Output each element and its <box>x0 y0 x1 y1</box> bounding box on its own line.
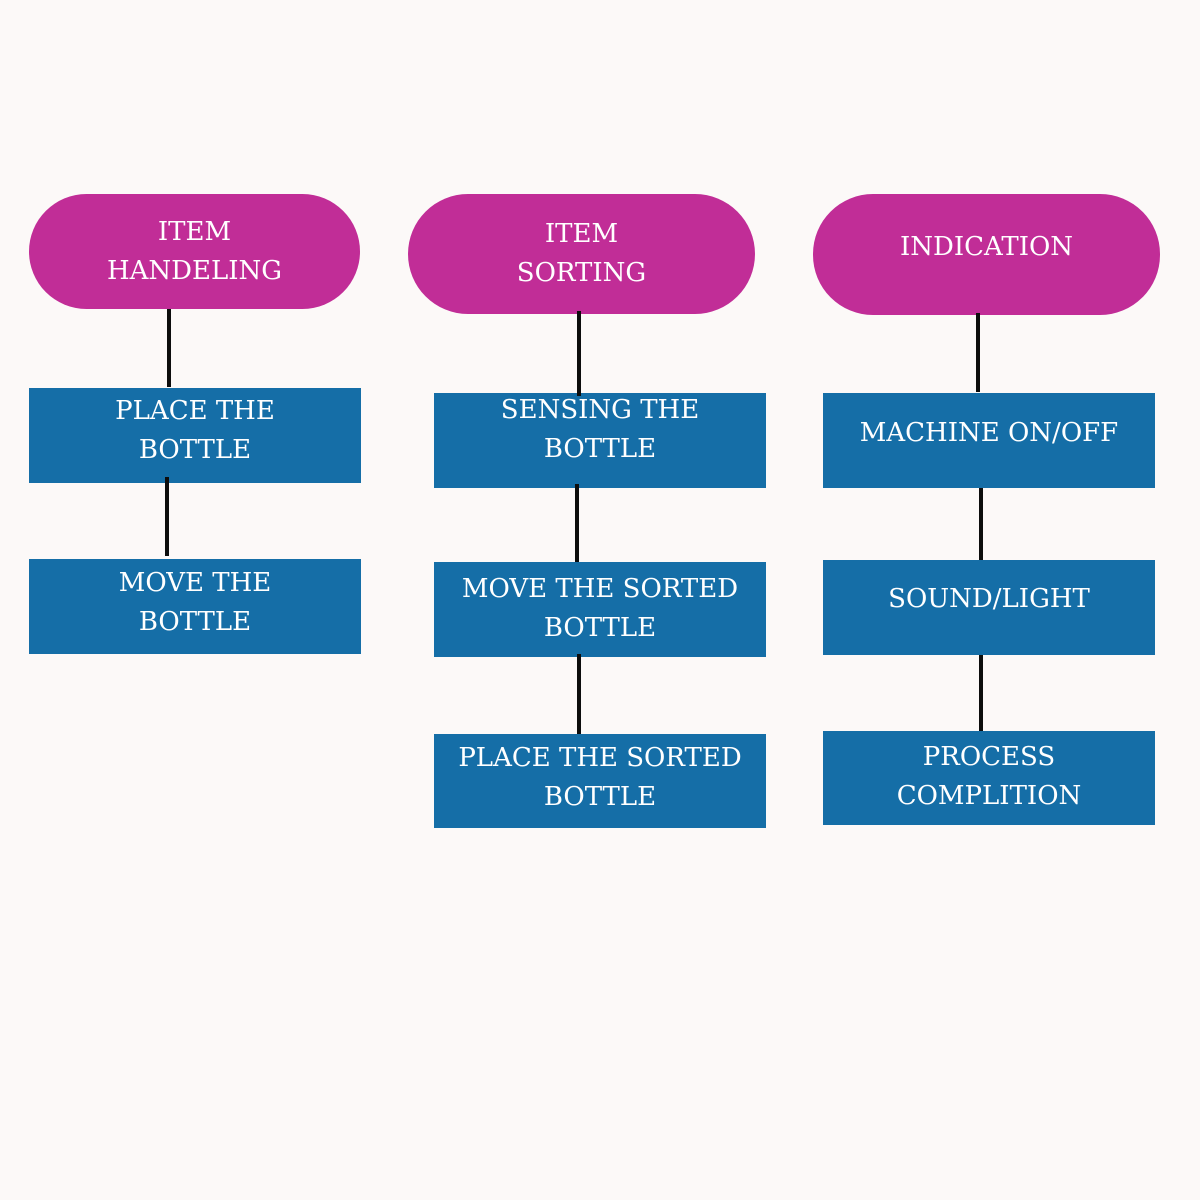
step-place-the-bottle: PLACE THE BOTTLE <box>29 388 361 483</box>
connector-line <box>979 488 983 561</box>
category-label: INDICATION <box>899 232 1074 262</box>
step-label: MACHINE ON/OFF <box>859 418 1119 448</box>
step-label: MOVE THE SORTED BOTTLE <box>461 573 739 643</box>
connector-line <box>165 477 169 556</box>
step-sound-light: SOUND/LIGHT <box>823 560 1155 655</box>
category-label: ITEM SORTING <box>516 219 647 288</box>
step-process-complition: PROCESS COMPLITION <box>823 731 1155 825</box>
category-item-sorting: ITEM SORTING <box>408 194 755 314</box>
step-label: PROCESS COMPLITION <box>896 742 1082 811</box>
connector-line <box>577 654 581 734</box>
step-place-the-sorted-bottle: PLACE THE SORTED BOTTLE <box>434 734 766 828</box>
connector-line <box>979 655 983 731</box>
step-move-the-bottle: MOVE THE BOTTLE <box>29 559 361 654</box>
step-label: PLACE THE SORTED BOTTLE <box>458 743 742 812</box>
connector-line <box>575 484 579 562</box>
step-machine-on-off: MACHINE ON/OFF <box>823 393 1155 488</box>
step-label: PLACE THE BOTTLE <box>115 395 275 465</box>
connector-line <box>976 313 980 392</box>
step-sensing-the-bottle: SENSING THE BOTTLE <box>434 393 766 488</box>
step-move-the-sorted-bottle: MOVE THE SORTED BOTTLE <box>434 562 766 657</box>
category-indication: INDICATION <box>813 194 1160 315</box>
step-label: SENSING THE BOTTLE <box>500 394 700 464</box>
connector-line <box>167 309 171 387</box>
category-item-handeling: ITEM HANDELING <box>29 194 360 309</box>
step-label: MOVE THE BOTTLE <box>118 567 272 637</box>
connector-line <box>577 311 581 396</box>
step-label: SOUND/LIGHT <box>888 584 1090 614</box>
category-label: ITEM HANDELING <box>106 216 283 286</box>
